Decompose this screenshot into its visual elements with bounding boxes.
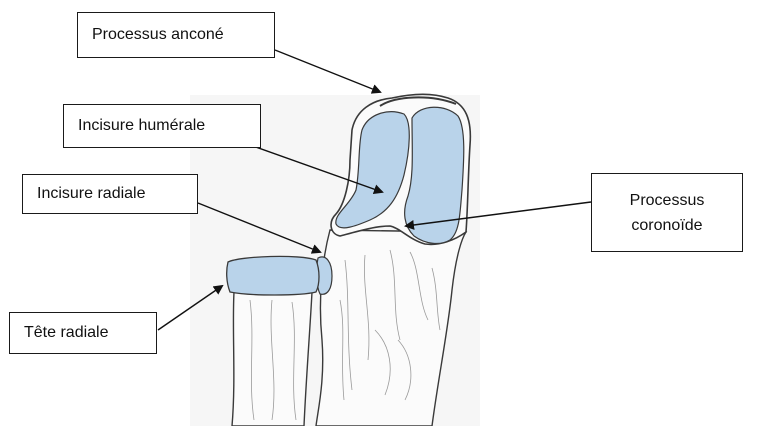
arrow-tete-radiale: [157, 284, 224, 331]
tete-radiale-cartilage: [226, 255, 320, 296]
label-processus-coronoide-line2: coronoïde: [631, 216, 703, 234]
incisure-humerale-cartilage: [335, 111, 410, 229]
label-incisure-radiale-text: Incisure radiale: [37, 185, 146, 202]
radius-shaft: [231, 291, 313, 426]
processus-ancone-rim: [379, 96, 457, 107]
ulna-shaft: [315, 229, 468, 426]
label-processus-ancone: Processus anconé: [77, 12, 275, 58]
label-incisure-humerale-text: Incisure humérale: [78, 117, 206, 134]
arrow-processus-ancone: [274, 49, 382, 94]
label-tete-radiale: Tête radiale: [9, 312, 157, 354]
label-incisure-radiale: Incisure radiale: [22, 174, 198, 214]
radius-hatching: [249, 299, 297, 421]
ulna-hatching: [339, 249, 441, 401]
label-processus-ancone-text: Processus anconé: [92, 26, 224, 43]
label-processus-coronoide-line1: Processus: [629, 191, 705, 209]
arrow-incisure-humerale: [249, 144, 384, 195]
label-tete-radiale-text: Tête radiale: [24, 324, 109, 341]
arrow-incisure-radiale: [197, 202, 322, 254]
label-incisure-humerale: Incisure humérale: [63, 104, 261, 148]
arrow-processus-coronoide: [404, 201, 592, 230]
trochlear-cartilage: [404, 106, 465, 245]
label-processus-coronoide: Processus coronoïde: [591, 173, 743, 252]
